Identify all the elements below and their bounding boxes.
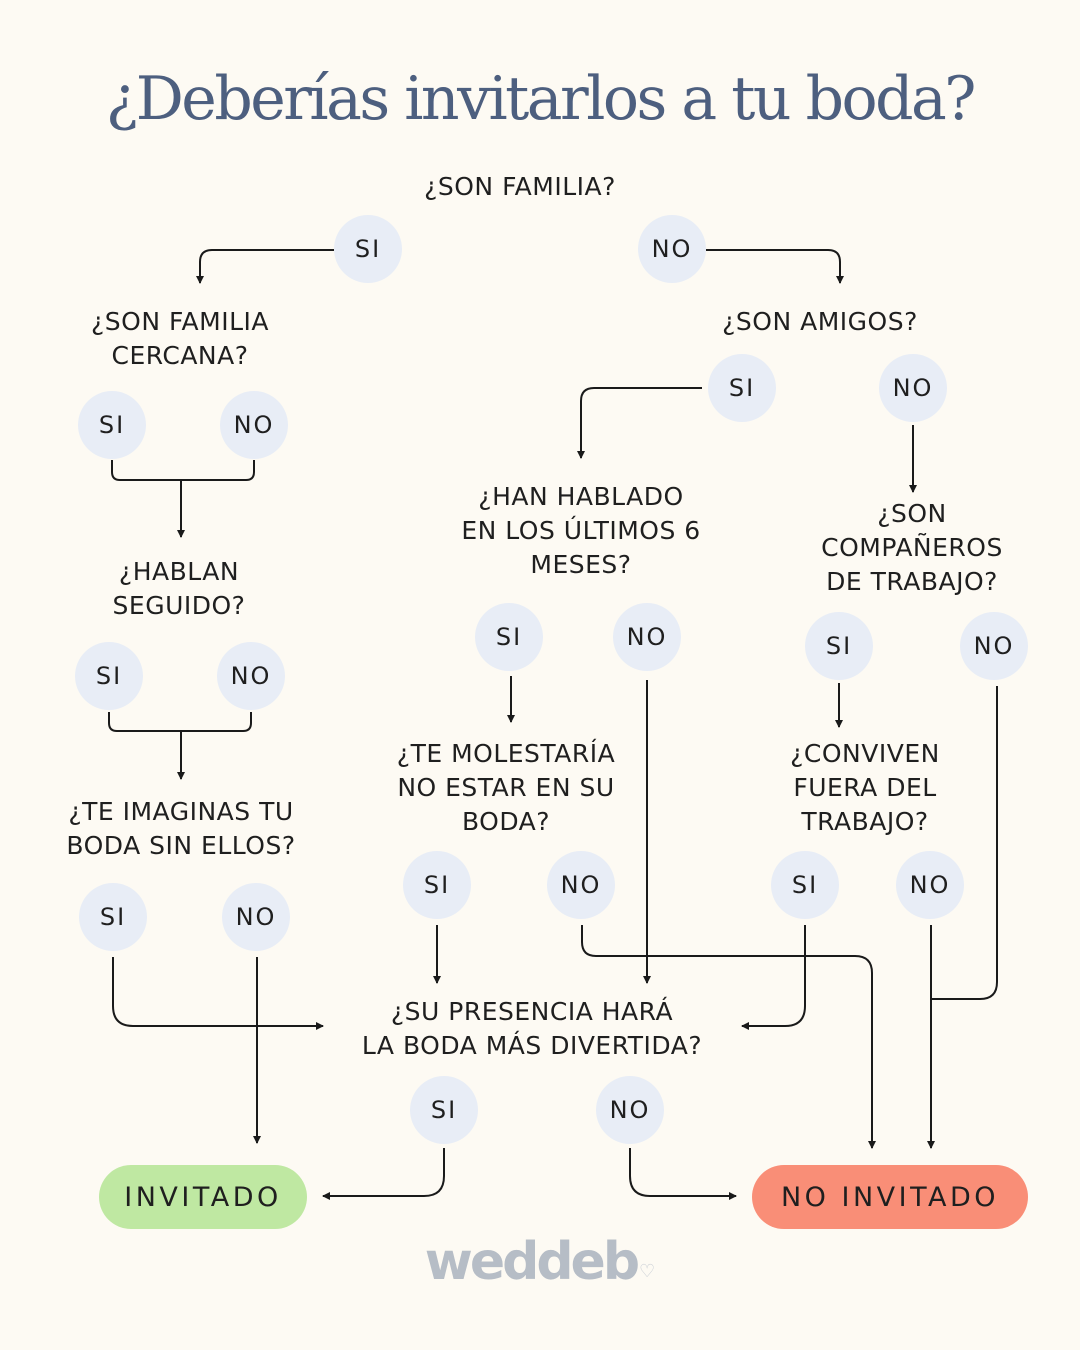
- bracket-cercana: [111, 460, 255, 537]
- answer-molestaria-no: NO: [547, 851, 615, 919]
- answer-amigos-no: NO: [879, 354, 947, 422]
- answer-imaginas-no: NO: [222, 883, 290, 951]
- answer-companeros-si: SI: [805, 612, 873, 680]
- answer-familia-no: NO: [638, 215, 706, 283]
- arrow-presencia-si: [322, 1148, 445, 1200]
- question-hablan-seguido: ¿HABLAN SEGUIDO?: [112, 557, 246, 620]
- answer-companeros-no: NO: [960, 612, 1028, 680]
- answer-meses-no: NO: [613, 603, 681, 671]
- answer-cercana-no: NO: [220, 391, 288, 459]
- answer-conviven-no: NO: [896, 851, 964, 919]
- arrow-familia-no: [706, 249, 844, 284]
- question-presencia: ¿SU PRESENCIA HARÁ LA BODA MÁS DIVERTIDA…: [361, 997, 703, 1060]
- answer-presencia-no: NO: [596, 1076, 664, 1144]
- arrow-amigos-si: [577, 387, 702, 459]
- arrow-molestaria-no: [581, 925, 876, 1149]
- question-son-amigos: ¿SON AMIGOS?: [722, 307, 918, 336]
- answer-familia-si: SI: [334, 215, 402, 283]
- answer-hablan-no: NO: [217, 642, 285, 710]
- answer-presencia-si: SI: [410, 1076, 478, 1144]
- question-familia-cercana: ¿SON FAMILIA CERCANA?: [91, 307, 269, 370]
- bracket-hablan: [108, 712, 252, 779]
- answer-conviven-si: SI: [771, 851, 839, 919]
- arrow-familia-si: [196, 249, 334, 284]
- heart-icon: ♡: [639, 1261, 656, 1282]
- weddeb-logo: weddeb♡: [424, 1232, 656, 1292]
- question-ultimos-meses: ¿HAN HABLADO EN LOS ÚLTIMOS 6 MESES?: [461, 482, 701, 579]
- arrow-conviven-si: [741, 925, 806, 1030]
- question-companeros-trabajo: ¿SON COMPAÑEROS DE TRABAJO?: [821, 499, 1003, 596]
- question-imaginas-boda: ¿TE IMAGINAS TU BODA SIN ELLOS?: [66, 797, 296, 860]
- answer-imaginas-si: SI: [79, 883, 147, 951]
- question-son-familia: ¿SON FAMILIA?: [424, 172, 616, 201]
- arrow-imaginas-si: [112, 957, 324, 1030]
- answer-amigos-si: SI: [708, 354, 776, 422]
- outcome-invitado: INVITADO: [99, 1165, 307, 1229]
- question-conviven: ¿CONVIVEN FUERA DEL TRABAJO?: [790, 739, 940, 836]
- arrow-presencia-no: [629, 1148, 737, 1200]
- answer-molestaria-si: SI: [403, 851, 471, 919]
- arrow-companeros-no: [931, 686, 998, 1000]
- answer-hablan-si: SI: [75, 642, 143, 710]
- page-title: ¿Deberías invitarlos a tu boda?: [106, 64, 976, 134]
- answer-meses-si: SI: [475, 603, 543, 671]
- question-molestaria: ¿TE MOLESTARÍA NO ESTAR EN SU BODA?: [396, 739, 616, 836]
- outcome-no-invitado: NO INVITADO: [752, 1165, 1028, 1229]
- answer-cercana-si: SI: [78, 391, 146, 459]
